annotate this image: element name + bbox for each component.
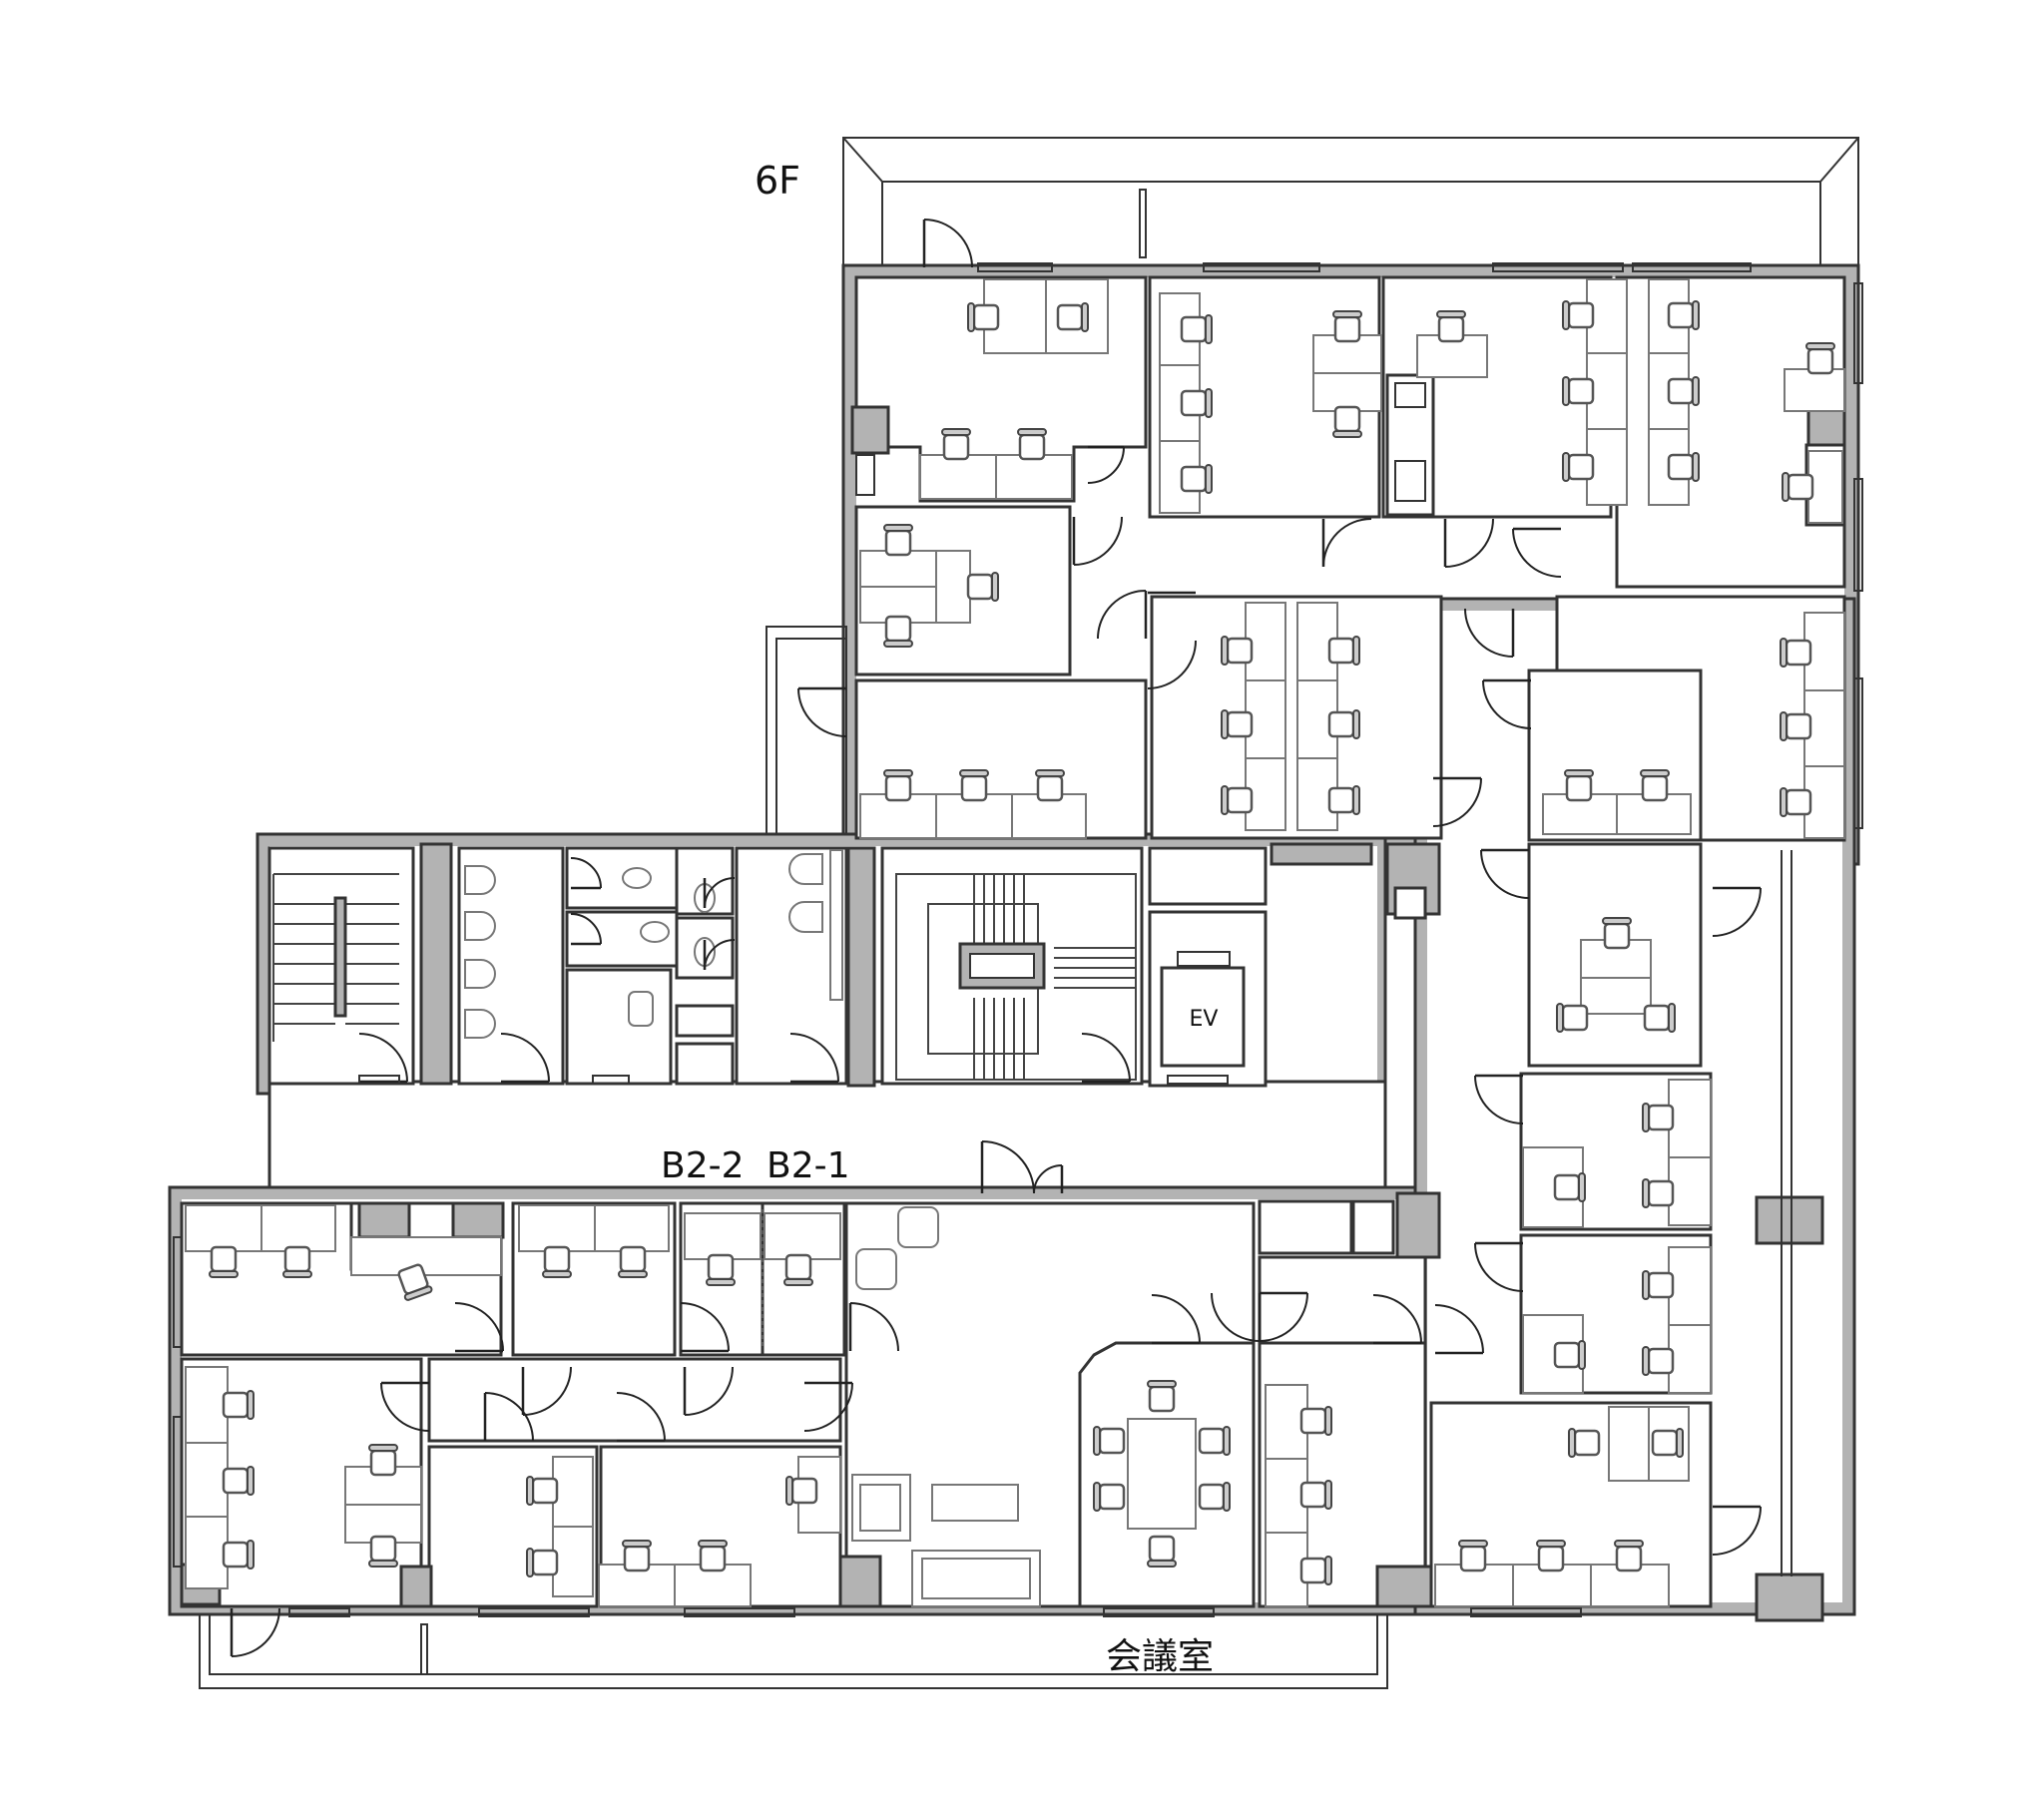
top-balcony: [842, 137, 1859, 266]
elevator-label: EV: [1190, 1007, 1219, 1032]
left-stair: [272, 873, 399, 1042]
elevator: [1160, 951, 1246, 1068]
room-label-b2-1: B2-1: [766, 1145, 850, 1186]
center-stair: [895, 873, 1137, 1081]
doors: [230, 219, 1762, 1657]
windows: [173, 262, 1863, 1617]
floor-label: 6F: [755, 159, 800, 203]
meeting-room-label: 会議室: [1106, 1636, 1214, 1677]
toilet-fixtures: [464, 849, 843, 1039]
meeting-table: [1093, 1380, 1231, 1568]
chairs: [209, 300, 1835, 1585]
room-label-b2-2: B2-2: [661, 1145, 745, 1186]
lounge-furniture: [851, 1206, 1041, 1607]
